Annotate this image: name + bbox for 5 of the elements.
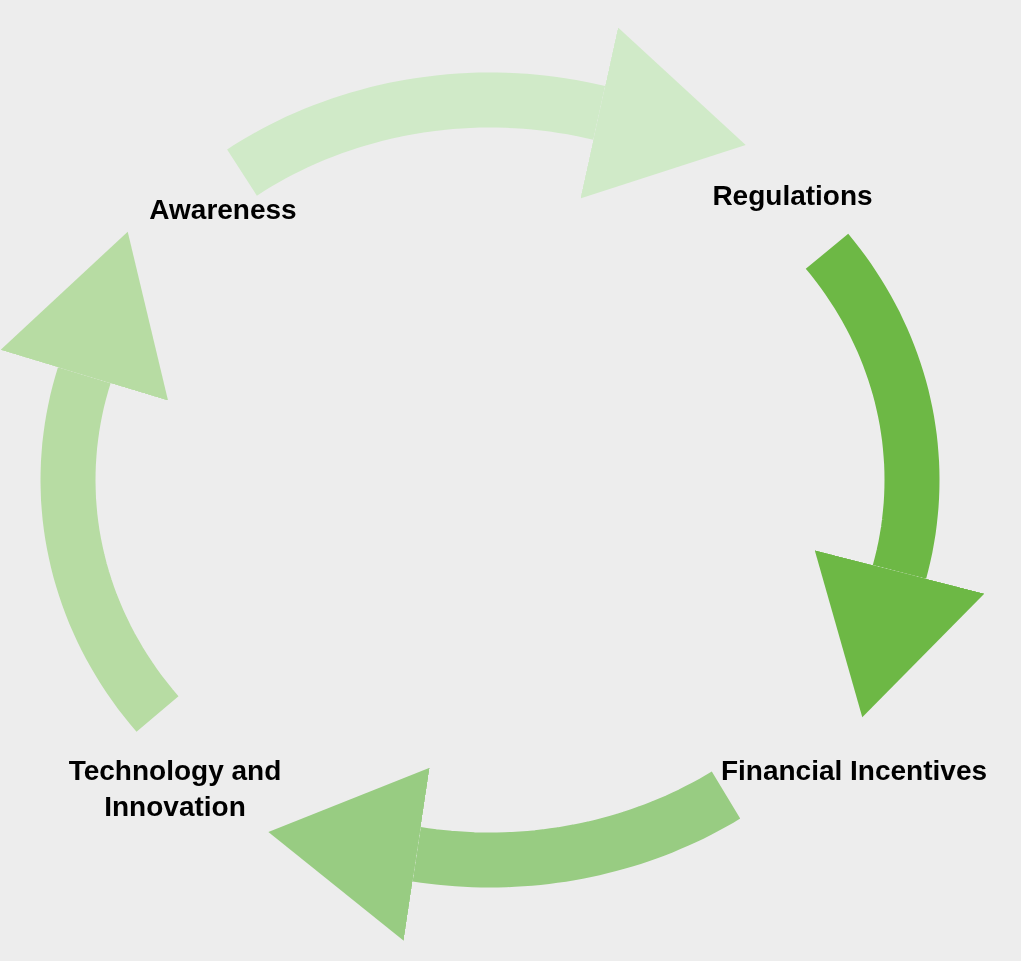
step-label: Awareness — [128, 192, 318, 229]
step-label: Regulations — [690, 178, 895, 215]
step-label: Financial Incentives — [693, 753, 1015, 790]
curved-arrow — [0, 231, 179, 735]
step-label: Technology and Innovation — [40, 753, 310, 826]
